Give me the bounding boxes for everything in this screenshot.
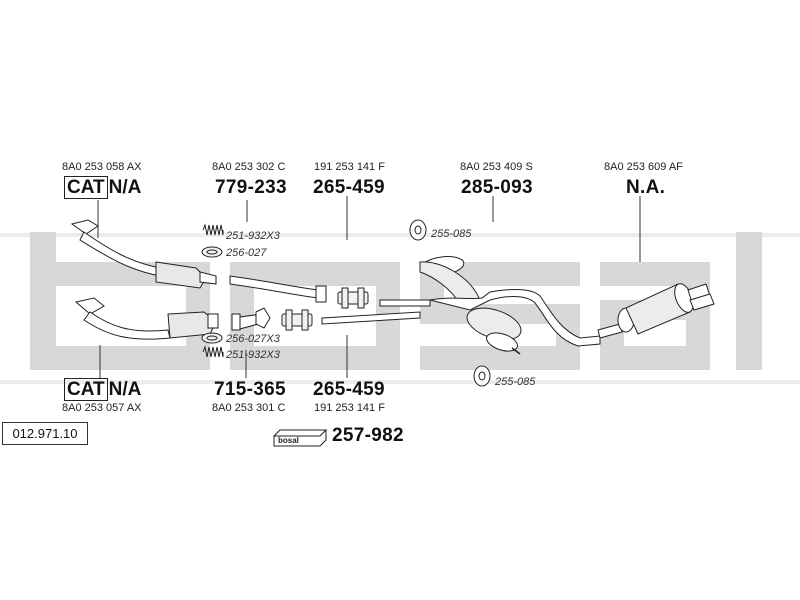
- gasket-top: [201, 246, 223, 258]
- upper-pipe1-part: 779-233: [215, 177, 287, 198]
- lower-cat-value: N/A: [108, 379, 142, 400]
- upper-cat-badge: CAT: [64, 176, 108, 199]
- lower-cat-code: 8A0 253 057 AX: [62, 402, 142, 414]
- lower-pipe1-code: 8A0 253 301 C: [212, 402, 286, 414]
- hanger-top-label: 255-085: [431, 228, 472, 240]
- lower-cat-badge: CAT: [64, 378, 108, 401]
- mid-silencer-part: 285-093: [461, 177, 533, 198]
- mount-kit-box: bosal: [273, 428, 327, 447]
- front-pipes: [229, 275, 327, 331]
- upper-pipe2-code: 191 253 141 F: [314, 161, 385, 173]
- leader-lines: [97, 196, 641, 378]
- middle-silencer: [419, 256, 601, 355]
- spring-bottom-label: 251-932X3: [226, 349, 280, 361]
- rubber-hanger-bottom: [473, 365, 491, 387]
- lower-catalyst: [74, 297, 219, 340]
- spring-top-label: 251-932X3: [226, 230, 280, 242]
- upper-cat-value: N/A: [108, 177, 142, 198]
- spring-bottom: [202, 345, 224, 358]
- lower-pipe2-part: 265-459: [313, 379, 385, 400]
- pipe-clamps: [281, 287, 369, 331]
- spring-top: [202, 223, 224, 236]
- gasket-bottom: [201, 332, 223, 344]
- diagram-reference-number: 012.971.10: [2, 422, 88, 445]
- mount-kit-part: 257-982: [332, 425, 404, 446]
- rubber-hanger-top: [409, 219, 427, 241]
- intermediate-pipes: [321, 299, 431, 325]
- rear-silencer-code: 8A0 253 609 AF: [604, 161, 683, 173]
- upper-cat-code: 8A0 253 058 AX: [62, 161, 142, 173]
- lower-pipe1-part: 715-365: [214, 379, 286, 400]
- rear-silencer: [597, 283, 715, 339]
- upper-catalyst: [70, 219, 217, 289]
- upper-pipe1-code: 8A0 253 302 C: [212, 161, 286, 173]
- rear-silencer-part: N.A.: [626, 177, 666, 198]
- gasket-bottom-label: 256-027X3: [226, 333, 280, 345]
- mount-kit-brand: bosal: [278, 436, 299, 445]
- mid-silencer-code: 8A0 253 409 S: [460, 161, 533, 173]
- upper-pipe2-part: 265-459: [313, 177, 385, 198]
- gasket-top-label: 256-027: [226, 247, 267, 259]
- hanger-bottom-label: 255-085: [495, 376, 536, 388]
- lower-pipe2-code: 191 253 141 F: [314, 402, 385, 414]
